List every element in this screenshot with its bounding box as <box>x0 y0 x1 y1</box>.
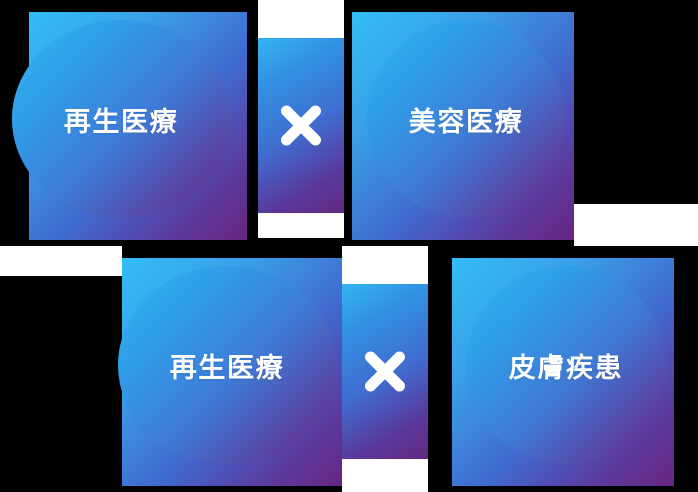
pair-row-2: 再生医療 皮膚疾患 <box>0 246 698 492</box>
gutter-row2-left <box>0 246 122 276</box>
connector-row2 <box>342 284 428 459</box>
gutter-top-center <box>258 0 344 38</box>
connector-row1 <box>258 38 344 213</box>
gutter-row2-bot-ctr <box>342 459 428 492</box>
pair-row-1: 再生医療 美容医療 <box>12 12 574 240</box>
bubble-label-left-row2: 再生医療 <box>169 352 285 384</box>
bubble-label-right-row2: 皮膚疾患 <box>508 352 624 384</box>
cross-icon <box>274 99 328 153</box>
bubble-right-row2[interactable]: 皮膚疾患 <box>466 266 666 464</box>
cross-icon <box>358 345 412 399</box>
gutter-row1-right <box>574 204 698 246</box>
bubble-left-row1[interactable]: 再生医療 <box>12 20 230 218</box>
bubble-label-left-row1: 再生医療 <box>63 106 179 138</box>
bubble-label-right-row1: 美容医療 <box>408 106 524 138</box>
gutter-row2-top-ctr <box>342 246 428 284</box>
gutter-mid-center <box>258 213 344 238</box>
bubble-left-row2[interactable]: 再生医療 <box>118 266 336 464</box>
bubble-right-row1[interactable]: 美容医療 <box>367 20 565 218</box>
